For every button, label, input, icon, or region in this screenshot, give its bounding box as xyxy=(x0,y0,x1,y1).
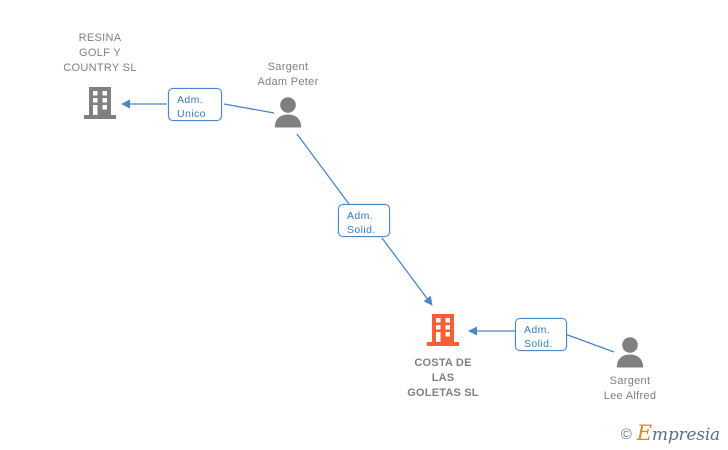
person-icon-sargent-adam-peter xyxy=(273,96,303,128)
brand-rest: mpresia xyxy=(651,425,720,445)
edge-line-adam-to-unico-box xyxy=(223,103,275,114)
node-label-costa-de-las-goletas: COSTA DE LAS GOLETAS SL xyxy=(407,357,479,399)
edge-line-adam-to-solid-box xyxy=(296,133,350,205)
edge-line-lee-to-solid-box-right xyxy=(564,333,615,353)
relation-box-adm-unico[interactable]: Adm. Unico xyxy=(168,88,222,121)
brand-wordmark: Empresia xyxy=(637,423,720,445)
building-icon-resina xyxy=(83,86,117,120)
copyright-icon: © xyxy=(620,426,632,443)
node-label-sargent-lee-alfred: Sargent Lee Alfred xyxy=(603,375,657,402)
node-label-sargent-adam-peter: Sargent Adam Peter xyxy=(257,61,319,88)
node-label-resina: RESINA GOLF Y COUNTRY SL xyxy=(63,32,137,74)
edge-line-solid-box-to-costa xyxy=(381,237,433,306)
relation-box-adm-solid-middle[interactable]: Adm. Solid. xyxy=(338,204,390,237)
person-icon-sargent-lee-alfred xyxy=(615,336,645,368)
watermark: © Empresia xyxy=(620,423,720,445)
brand-initial: E xyxy=(636,421,652,445)
building-icon-costa-de-las-goletas xyxy=(426,313,460,347)
relation-box-adm-solid-right[interactable]: Adm. Solid. xyxy=(515,318,567,351)
